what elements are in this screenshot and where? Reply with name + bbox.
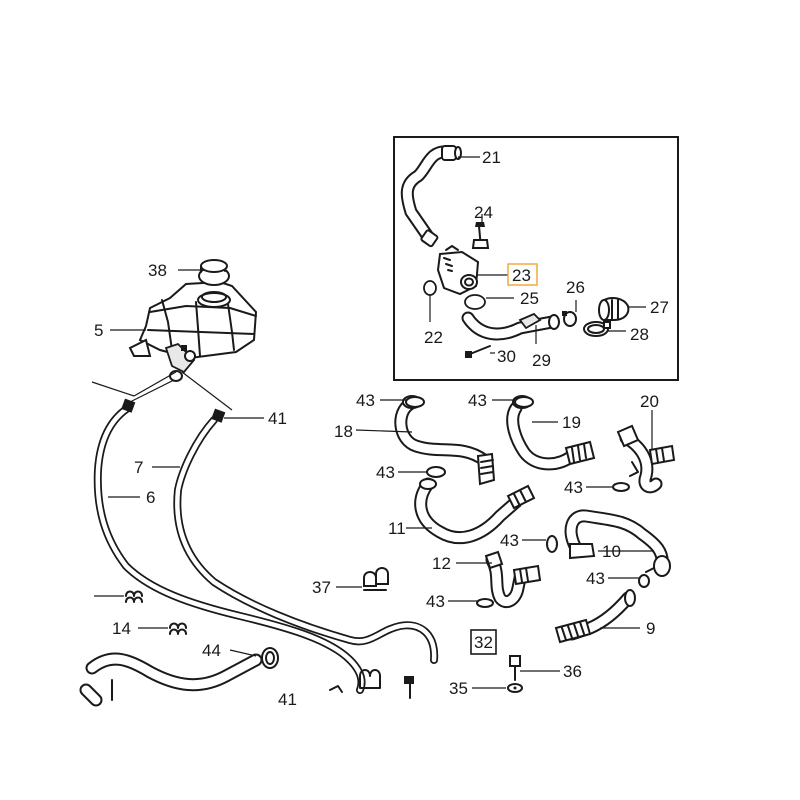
label-43-c: 43 xyxy=(376,463,395,482)
o-ring-22 xyxy=(423,280,437,296)
washer-35 xyxy=(507,683,523,693)
label-19: 19 xyxy=(562,413,581,432)
seal-25 xyxy=(464,294,486,310)
clamp-26 xyxy=(562,311,577,327)
label-24: 24 xyxy=(474,203,493,222)
coolant-pipe-29 xyxy=(461,311,560,341)
callout-labels: 21 24 23 25 26 27 28 22 30 29 38 5 41 7 … xyxy=(94,148,669,709)
reservoir-cap-38 xyxy=(198,259,230,286)
hose-20 xyxy=(616,424,676,494)
label-5: 5 xyxy=(94,321,103,340)
label-23: 23 xyxy=(512,266,531,285)
label-20: 20 xyxy=(640,392,659,411)
hose-clips-6-7 xyxy=(121,398,226,423)
label-9: 9 xyxy=(646,619,655,638)
label-30: 30 xyxy=(497,347,516,366)
bolt-24 xyxy=(471,222,490,249)
label-43-f: 43 xyxy=(586,569,605,588)
hose-12 xyxy=(484,550,542,609)
hose-clamps-43 xyxy=(405,396,650,608)
label-43-a: 43 xyxy=(356,391,375,410)
label-43-d: 43 xyxy=(564,478,583,497)
hose-19 xyxy=(506,395,596,471)
label-7: 7 xyxy=(134,458,143,477)
label-38: 38 xyxy=(148,261,167,280)
hose-10 xyxy=(564,509,671,577)
label-35: 35 xyxy=(449,679,468,698)
label-36: 36 xyxy=(563,662,582,681)
hose-clamp-28 xyxy=(583,321,611,337)
label-21: 21 xyxy=(482,148,501,167)
label-12: 12 xyxy=(432,554,451,573)
label-41-top: 41 xyxy=(268,409,287,428)
hose-9 xyxy=(554,589,636,644)
leader-lines xyxy=(94,269,654,689)
label-18: 18 xyxy=(334,422,353,441)
detail-inset-frame xyxy=(393,136,679,381)
label-41-bottom: 41 xyxy=(278,690,297,709)
hose-6 xyxy=(93,404,366,694)
inset-leader-lines xyxy=(429,156,646,354)
label-28: 28 xyxy=(630,325,649,344)
clip-37 xyxy=(363,567,389,591)
bypass-hose-21 xyxy=(400,145,462,248)
hose-end-fitting xyxy=(404,676,414,699)
label-43-b: 43 xyxy=(468,391,487,410)
clip-15 xyxy=(125,590,143,603)
clip-14 xyxy=(169,622,187,635)
label-32: 32 xyxy=(474,633,493,652)
label-10: 10 xyxy=(602,542,621,561)
label-26: 26 xyxy=(566,278,585,297)
bolt-36 xyxy=(509,655,521,681)
hose-44 xyxy=(79,647,279,707)
label-11: 11 xyxy=(388,519,406,538)
label-29: 29 xyxy=(532,351,551,370)
highlight-23 xyxy=(507,263,538,286)
label-44: 44 xyxy=(202,641,221,660)
label-43-g: 43 xyxy=(426,592,445,611)
label-14: 14 xyxy=(112,619,131,638)
label-27: 27 xyxy=(650,298,669,317)
bolt-30 xyxy=(465,345,491,358)
tank-connection-lines xyxy=(91,371,233,411)
label-43-e: 43 xyxy=(500,531,519,550)
hose-11 xyxy=(414,477,536,545)
label-6: 6 xyxy=(146,488,155,507)
box-32 xyxy=(470,629,497,655)
label-25: 25 xyxy=(520,289,539,308)
label-37: 37 xyxy=(312,578,331,597)
hose-7 xyxy=(173,416,439,664)
thermostat-housing xyxy=(436,245,480,296)
expansion-tank-5 xyxy=(128,280,258,382)
double-clip-bottom xyxy=(329,669,381,693)
connector-27 xyxy=(598,297,630,321)
label-22: 22 xyxy=(424,328,443,347)
